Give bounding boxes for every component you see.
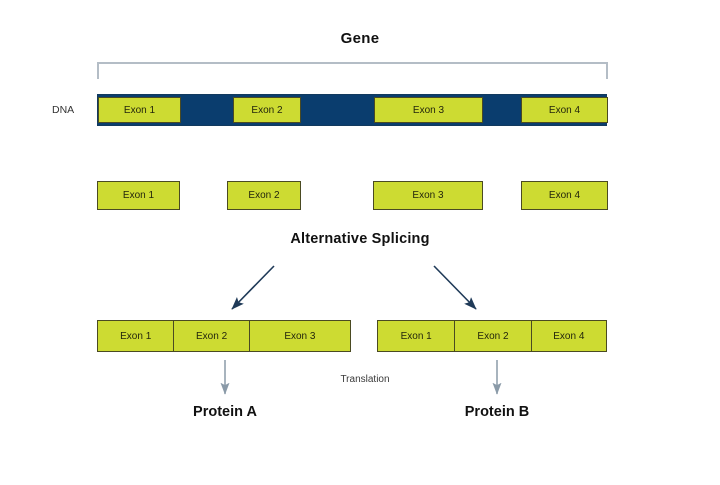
transcript-b: Exon 1 Exon 2 Exon 4 — [377, 320, 607, 352]
splice-arrow-left — [231, 265, 275, 310]
transcript-a-segment-1: Exon 1 — [98, 321, 175, 351]
gene-title: Gene — [340, 30, 380, 47]
dna-label: DNA — [52, 104, 75, 116]
transcript-a-segment-3: Exon 3 — [284, 330, 316, 342]
gene-span-bracket — [97, 62, 608, 79]
transcript-a: Exon 1 Exon 2 Exon 3 — [97, 320, 351, 352]
dna-exon-4: Exon 4 — [521, 97, 608, 123]
dna-exon-1: Exon 1 — [98, 97, 181, 123]
dna-exon-3: Exon 3 — [374, 97, 483, 123]
dna-bar: Exon 1 Exon 2 Exon 3 Exon 4 — [97, 94, 608, 126]
transcript-b-segment-3: Exon 4 — [553, 330, 585, 342]
protein-b-label: Protein B — [464, 404, 530, 420]
transcript-a-segment-2: Exon 2 — [174, 321, 250, 351]
free-exon-1: Exon 1 — [97, 181, 180, 210]
protein-a-label: Protein A — [193, 404, 257, 420]
translation-label: Translation — [340, 374, 390, 385]
transcript-b-segment-2: Exon 2 — [455, 321, 532, 351]
free-exon-4: Exon 4 — [521, 181, 608, 210]
alternative-splicing-title: Alternative Splicing — [290, 231, 430, 247]
free-exon-2: Exon 2 — [227, 181, 301, 210]
splice-arrow-right — [433, 265, 477, 310]
transcript-b-segment-1: Exon 1 — [378, 321, 456, 351]
free-exon-3: Exon 3 — [373, 181, 483, 210]
dna-exon-2: Exon 2 — [233, 97, 301, 123]
